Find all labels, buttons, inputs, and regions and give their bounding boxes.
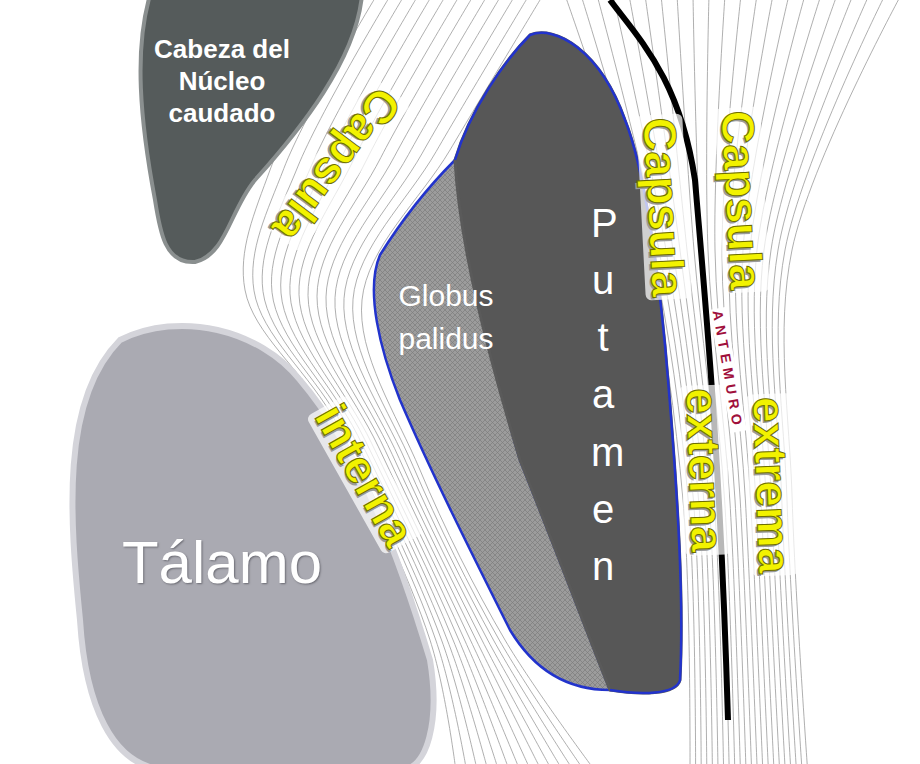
region-shape <box>72 326 433 764</box>
region-label: Cabeza del Núcleo caudado <box>142 34 302 129</box>
fiber-stroke <box>760 0 837 764</box>
fiber-stroke <box>772 0 869 764</box>
fiber-stroke <box>766 0 853 764</box>
capsule-label: Capsula <box>636 113 692 300</box>
region-shape <box>141 0 362 262</box>
region-label: Globus palidus <box>379 274 514 361</box>
capsule-label: extrema <box>746 393 798 577</box>
region-label: Tálamo <box>122 530 322 596</box>
capsule-label: externa <box>679 384 731 555</box>
region-label: Putamen <box>591 195 615 595</box>
anatomy-region: Cabeza del Núcleo caudado <box>130 0 365 267</box>
fiber-stroke <box>784 0 901 764</box>
fiber-stroke <box>778 0 885 764</box>
fiber-stroke <box>754 0 821 764</box>
capsule-label: Capsula <box>714 106 770 293</box>
